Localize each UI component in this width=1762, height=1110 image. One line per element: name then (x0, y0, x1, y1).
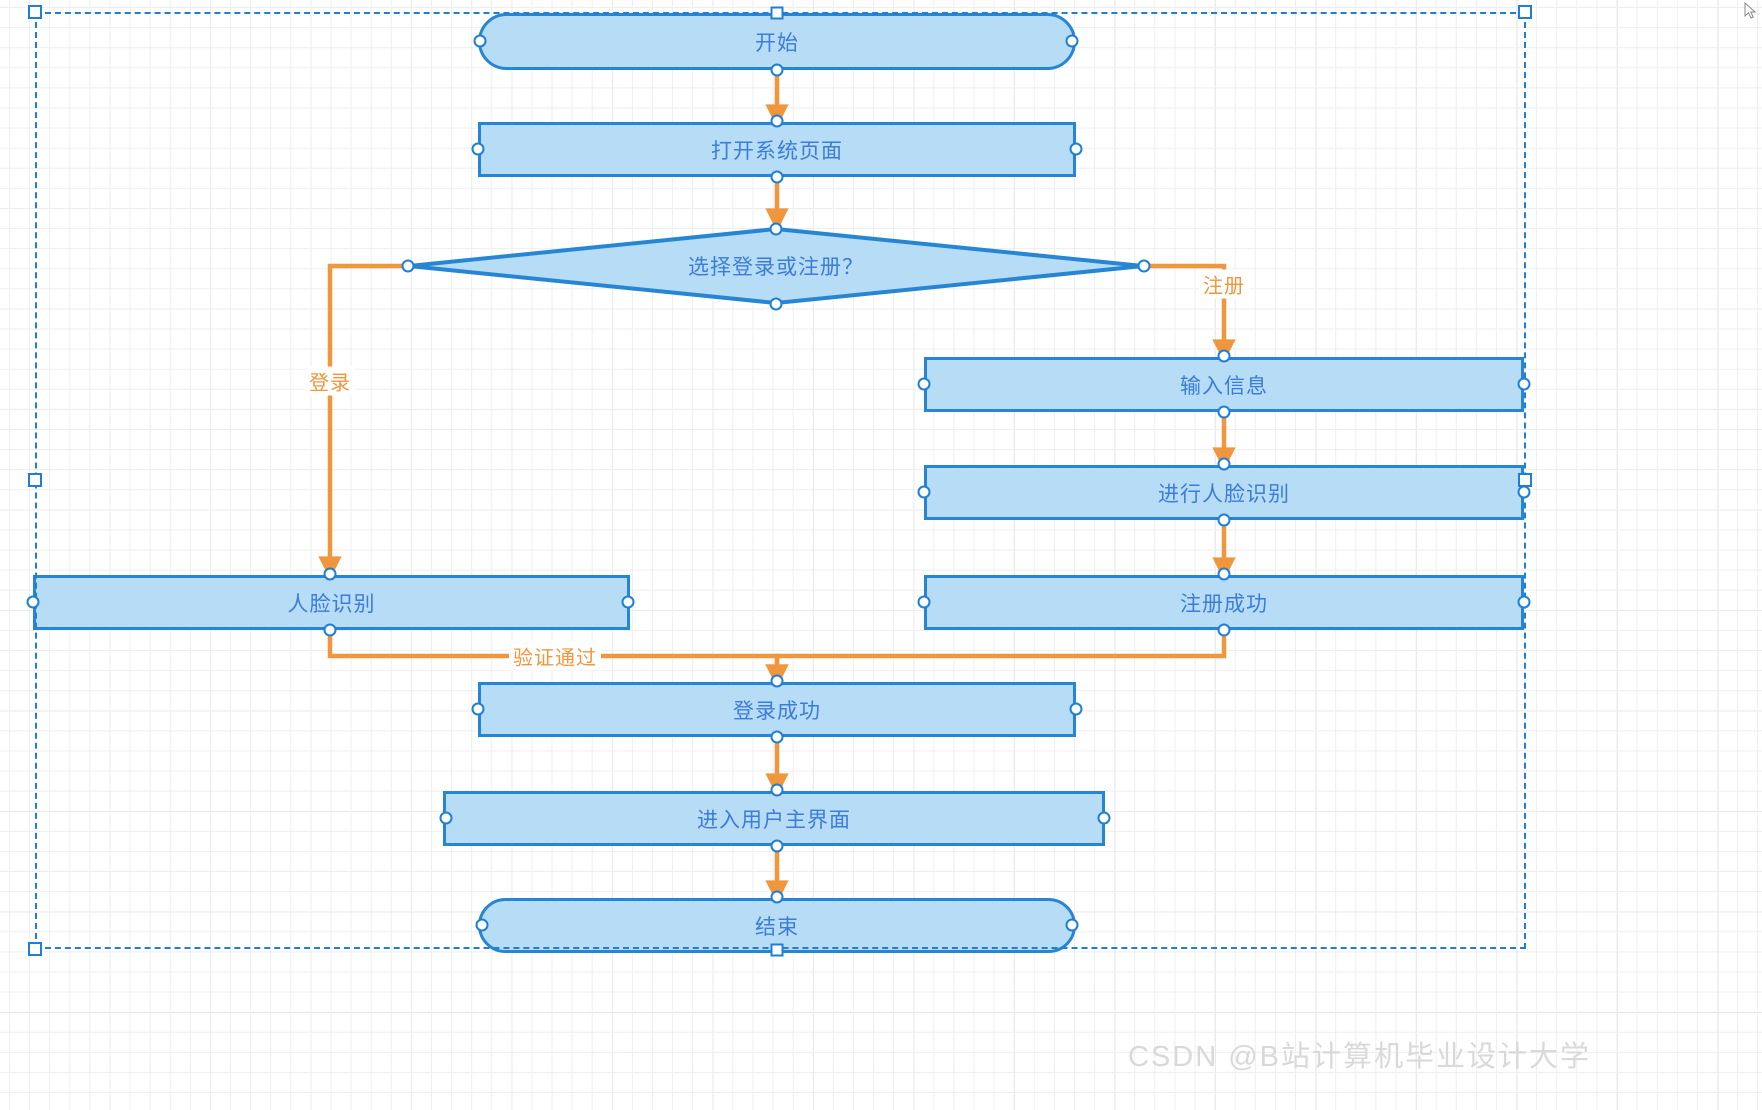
node-input-information-port-left[interactable] (917, 377, 931, 391)
node-enter-user-main-interface-label: 进入用户主界面 (697, 808, 851, 832)
node-start-port-bottom[interactable] (770, 63, 784, 77)
selection-handle-middle-right[interactable] (1518, 473, 1532, 487)
node-face-recognition-port-left[interactable] (26, 595, 40, 609)
edge-label-register[interactable]: 注册 (1199, 269, 1249, 299)
node-enter-user-main-interface[interactable]: 进入用户主界面 (443, 791, 1105, 846)
node-input-information-label: 输入信息 (1180, 374, 1268, 398)
node-choose-login-or-register-label: 选择登录或注册？ (688, 256, 864, 279)
node-open-system-page-port-right[interactable] (1069, 142, 1083, 156)
node-perform-face-recognition-label: 进行人脸识别 (1158, 482, 1290, 506)
node-login-success-port-bottom[interactable] (770, 730, 784, 744)
edge-choose-to-faceid (318, 263, 406, 580)
node-start-port-left[interactable] (473, 34, 487, 48)
node-start-label: 开始 (755, 31, 799, 55)
watermark-text: CSDN @B站计算机毕业设计大学 (1128, 1041, 1592, 1073)
selection-handle-top-left[interactable] (28, 5, 42, 19)
node-login-success-label: 登录成功 (733, 699, 821, 723)
edge-label-login[interactable]: 登录 (305, 366, 355, 396)
node-choose-port-bottom[interactable] (769, 297, 783, 311)
node-input-information-port-top[interactable] (1217, 349, 1231, 363)
node-login-success-port-left[interactable] (471, 702, 485, 716)
edge-regok-to-loginok (765, 630, 1227, 688)
node-end-port-top[interactable] (770, 890, 784, 904)
node-enter-user-main-interface-port-right[interactable] (1097, 811, 1111, 825)
node-face-recognition-port-top[interactable] (323, 567, 337, 581)
node-register-success-port-top[interactable] (1217, 567, 1231, 581)
node-enter-user-main-interface-port-top[interactable] (770, 783, 784, 797)
node-face-recognition[interactable]: 人脸识别 (33, 575, 630, 630)
node-face-recognition-port-right[interactable] (621, 595, 635, 609)
node-open-system-page-port-left[interactable] (471, 142, 485, 156)
node-choose-port-top[interactable] (769, 222, 783, 236)
node-choose-login-or-register[interactable]: 选择登录或注册？ (406, 226, 1146, 306)
selection-handle-bottom-left[interactable] (28, 942, 42, 956)
node-open-system-page-port-bottom[interactable] (770, 170, 784, 184)
node-register-success-port-bottom[interactable] (1217, 623, 1231, 637)
node-perform-face-recognition-port-right[interactable] (1517, 485, 1531, 499)
node-start[interactable]: 开始 (478, 13, 1076, 70)
node-choose-port-left[interactable] (401, 259, 415, 273)
node-perform-face-recognition-port-top[interactable] (1217, 457, 1231, 471)
node-choose-port-right[interactable] (1137, 259, 1151, 273)
node-register-success-port-left[interactable] (917, 595, 931, 609)
selection-handle-top-right[interactable] (1518, 5, 1532, 19)
node-start-port-right[interactable] (1065, 34, 1079, 48)
node-login-success[interactable]: 登录成功 (478, 682, 1076, 737)
node-perform-face-recognition[interactable]: 进行人脸识别 (924, 465, 1524, 520)
node-end-port-right[interactable] (1065, 918, 1079, 932)
node-end-label: 结束 (755, 915, 799, 939)
node-register-success-port-right[interactable] (1517, 595, 1531, 609)
node-input-information-port-bottom[interactable] (1217, 405, 1231, 419)
node-perform-face-recognition-port-left[interactable] (917, 485, 931, 499)
node-enter-user-main-interface-port-bottom[interactable] (770, 839, 784, 853)
edge-label-verify-passed[interactable]: 验证通过 (509, 641, 601, 671)
node-open-system-page[interactable]: 打开系统页面 (478, 122, 1076, 177)
node-face-recognition-port-bottom[interactable] (323, 623, 337, 637)
node-end-port-left[interactable] (475, 918, 489, 932)
node-face-recognition-label: 人脸识别 (287, 592, 376, 616)
node-perform-face-recognition-port-bottom[interactable] (1217, 513, 1231, 527)
node-end-handle-bottom[interactable] (770, 943, 784, 957)
node-start-handle-top[interactable] (770, 6, 784, 20)
node-input-information[interactable]: 输入信息 (924, 357, 1524, 412)
mouse-cursor-icon (1744, 2, 1757, 19)
selection-handle-middle-left[interactable] (28, 473, 42, 487)
node-open-system-page-port-top[interactable] (770, 114, 784, 128)
edge-choose-to-inputinfo (1146, 263, 1236, 363)
node-login-success-port-top[interactable] (770, 674, 784, 688)
node-enter-user-main-interface-port-left[interactable] (439, 811, 453, 825)
node-register-success-label: 注册成功 (1180, 592, 1268, 616)
node-register-success[interactable]: 注册成功 (924, 575, 1524, 630)
node-login-success-port-right[interactable] (1069, 702, 1083, 716)
node-open-system-page-label: 打开系统页面 (711, 139, 843, 163)
node-input-information-port-right[interactable] (1517, 377, 1531, 391)
